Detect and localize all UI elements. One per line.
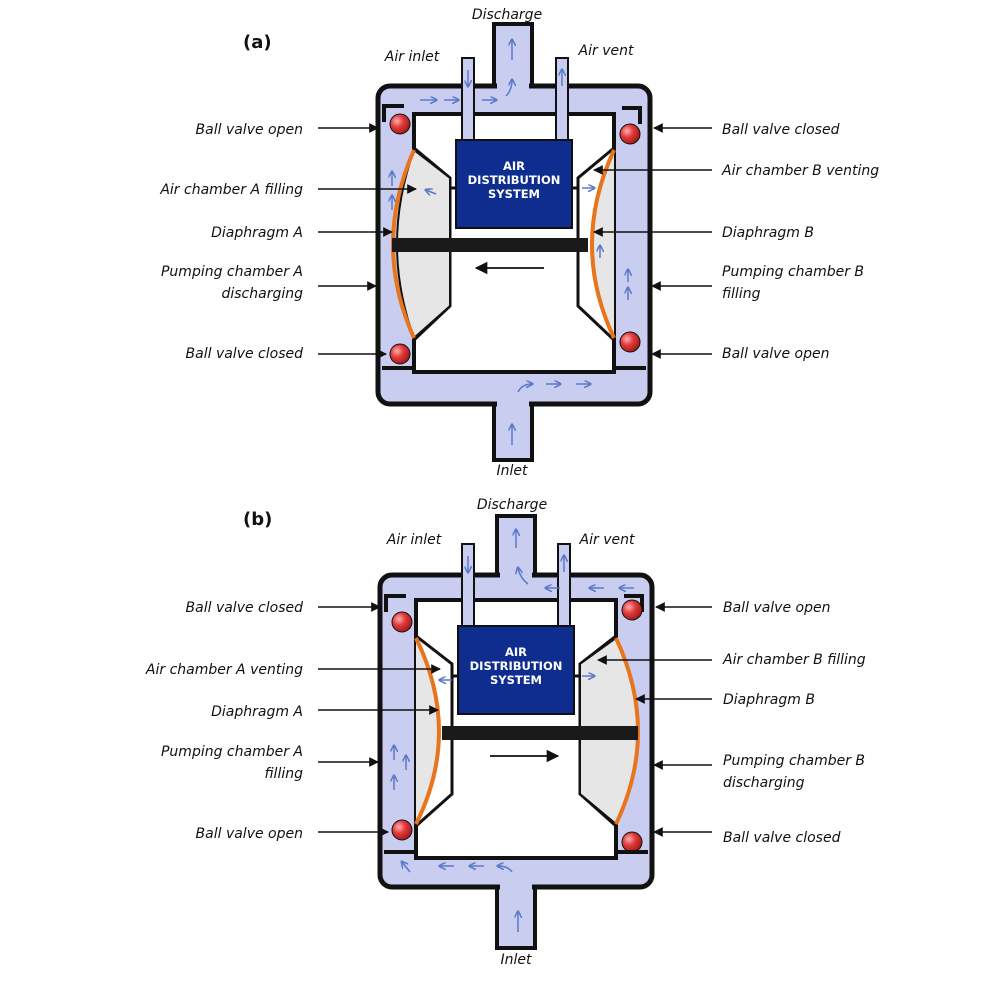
- left-ball-top-label-a: Ball valve open: [196, 122, 303, 138]
- right-diaphragm-label-a: Diaphragm B: [722, 225, 814, 241]
- air-inlet-pipe-b: [461, 543, 475, 627]
- discharge-label-b: Discharge: [477, 497, 547, 513]
- panel-label-b: (b): [243, 509, 272, 530]
- ball-valve-bottom-left: [389, 343, 411, 365]
- left-ball-top-label-b: Ball valve closed: [186, 600, 304, 616]
- left-air-chamber-label-b: Air chamber A venting: [145, 662, 303, 678]
- air-vent-label-b: Air vent: [579, 532, 635, 548]
- right-ball-top-label-a: Ball valve closed: [722, 122, 840, 138]
- right-diaphragm-label-b: Diaphragm B: [723, 692, 815, 708]
- air-inlet-pipe: [461, 57, 475, 141]
- ball-valve-bottom-right-b: [621, 831, 643, 853]
- ads-line-1-b: AIR: [505, 645, 527, 659]
- right-pumping-label-a-2: filling: [722, 286, 761, 302]
- left-ball-bottom-label-a: Ball valve closed: [186, 346, 304, 362]
- ball-valve-bottom-right: [619, 331, 641, 353]
- inlet-label-b: Inlet: [501, 952, 533, 968]
- air-inlet-label-b: Air inlet: [386, 532, 442, 548]
- air-vent-label-a: Air vent: [578, 43, 634, 59]
- right-pumping-label-b-1: Pumping chamber B: [723, 753, 865, 769]
- leader-lines-a: [318, 123, 712, 359]
- ads-line-1: AIR: [503, 159, 525, 173]
- left-air-chamber-label-a: Air chamber A filling: [159, 182, 303, 198]
- flow-arrows-b: [394, 530, 634, 932]
- diagram-b: AIR DISTRIBUTION SYSTEM: [145, 497, 866, 968]
- inlet-label-a: Inlet: [497, 463, 529, 479]
- right-ball-bottom-label-b: Ball valve closed: [723, 830, 841, 846]
- diagram-a: AIR DISTRIBUTION SYSTEM: [159, 7, 879, 479]
- diaphragm-a-b: [414, 637, 441, 825]
- ads-block-b: [457, 625, 575, 715]
- air-vent-pipe-b: [557, 543, 571, 627]
- left-diaphragm-label-b: Diaphragm A: [211, 704, 303, 720]
- leader-lines-b: [318, 602, 712, 837]
- ads-line-3-b: SYSTEM: [490, 673, 542, 687]
- shaft: [392, 238, 588, 252]
- right-pumping-label-a-1: Pumping chamber B: [722, 264, 864, 280]
- air-vent-pipe: [555, 57, 569, 141]
- right-pumping-label-b-2: discharging: [723, 775, 805, 791]
- ball-valve-bottom-left-b: [391, 819, 413, 841]
- ball-valve-top-left-b: [391, 611, 413, 633]
- ball-valve-top-right: [619, 123, 641, 145]
- left-pumping-label-a-2: discharging: [221, 286, 303, 302]
- left-pumping-label-a-1: Pumping chamber A: [161, 264, 303, 280]
- left-pumping-label-b-2: filling: [265, 766, 304, 782]
- flow-arrows-a: [392, 40, 628, 445]
- left-ball-bottom-label-b: Ball valve open: [196, 826, 303, 842]
- ball-valve-top-left: [389, 113, 411, 135]
- right-air-chamber-label-a: Air chamber B venting: [721, 163, 879, 179]
- shaft-b: [442, 726, 638, 740]
- air-inlet-label-a: Air inlet: [384, 49, 440, 65]
- ads-line-2: DISTRIBUTION: [468, 173, 561, 187]
- ball-valve-top-right-b: [621, 599, 643, 621]
- ads-line-2-b: DISTRIBUTION: [470, 659, 563, 673]
- diaphragm-b: [590, 149, 616, 339]
- left-diaphragm-label-a: Diaphragm A: [211, 225, 303, 241]
- ads-line-3: SYSTEM: [488, 187, 540, 201]
- ads-block: [455, 139, 573, 229]
- discharge-label-a: Discharge: [472, 7, 542, 23]
- left-pumping-label-b-1: Pumping chamber A: [161, 744, 303, 760]
- right-ball-top-label-b: Ball valve open: [723, 600, 830, 616]
- right-ball-bottom-label-a: Ball valve open: [722, 346, 829, 362]
- right-air-chamber-label-b: Air chamber B filling: [722, 652, 866, 668]
- panel-label-a: (a): [243, 32, 272, 53]
